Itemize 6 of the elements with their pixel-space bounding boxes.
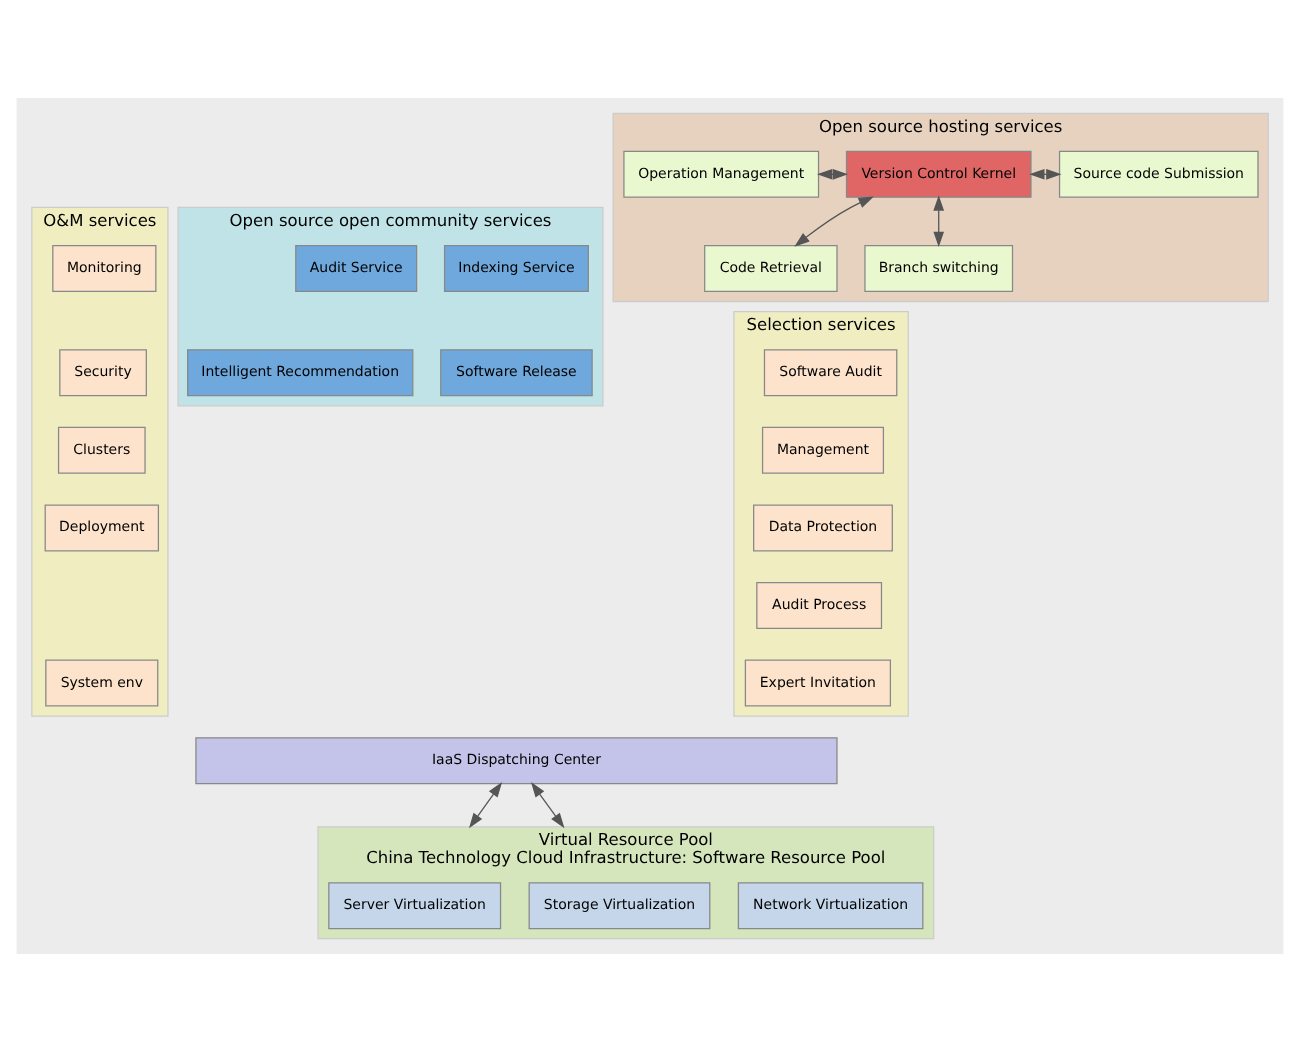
arrow — [817, 168, 848, 180]
arrow — [933, 195, 945, 247]
arrow — [530, 782, 565, 829]
arrow — [794, 196, 874, 247]
arrow — [469, 782, 503, 829]
arrow — [1029, 168, 1062, 180]
